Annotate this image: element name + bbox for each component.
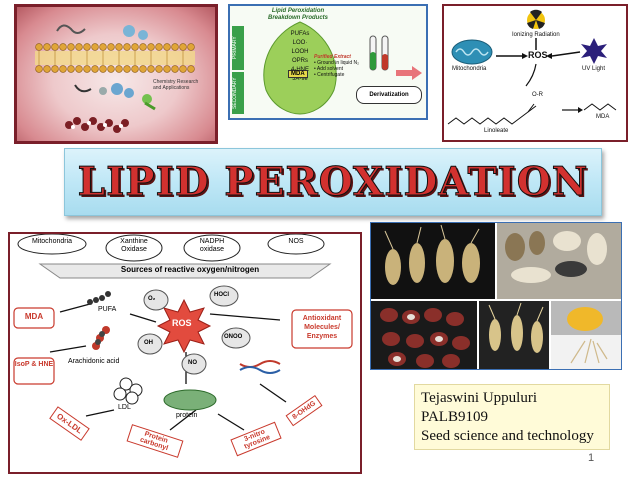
secondary-label: SECONDARY	[232, 72, 244, 114]
derivatization-box: Derivatization	[356, 86, 422, 104]
purified-step: • Ground in liquid N₂	[314, 60, 360, 66]
species-hocl: HOCl	[214, 292, 229, 298]
membrane-caption-line1: Chemistry Research	[153, 79, 199, 85]
breakdown-title-line1: Lipid Peroxidation	[271, 8, 325, 14]
or-group-label: O-R	[532, 92, 543, 98]
ros-sources-figure: Ionizing Radiation Mitochondria ROS UV L…	[442, 4, 628, 142]
target-arachidonic-acid: Arachidonic acid	[68, 358, 120, 365]
membrane-figure: Chemistry Research and Applications	[14, 4, 218, 144]
primary-label: PRIMARY	[232, 26, 244, 70]
ros-diagram-graphics	[13, 234, 353, 431]
slide-title: LIPID PEROXIDATION	[77, 159, 589, 206]
chain-item: LOO·	[292, 40, 308, 46]
source-mitochondria: Mitochondria	[31, 238, 73, 245]
breakdown-figure: Lipid Peroxidation Breakdown Products PR…	[228, 4, 428, 120]
antioxidant-box: Antioxidant Molecules/ Enzymes	[302, 315, 342, 340]
ros-diagram: Mitochondria Xanthine Oxidase NADPH oxid…	[8, 232, 362, 474]
title-banner: LIPID PEROXIDATION	[64, 148, 602, 216]
ros-label: ROS	[528, 50, 548, 60]
species-no: NO	[188, 360, 197, 366]
species-oh: OH	[144, 340, 153, 346]
source-nadph-oxidase: NADPH oxidase	[199, 238, 225, 253]
chain-item: JA-Ile	[292, 76, 308, 82]
purified-extract: Purified Extract • Ground in liquid N₂ •…	[314, 54, 366, 78]
chain-item: OPRs	[291, 58, 308, 64]
target-pufa: PUFA	[98, 306, 117, 313]
test-tubes-icon	[369, 35, 389, 71]
ros-center-label: ROS	[172, 318, 192, 328]
mda-label: MDA	[596, 114, 610, 120]
mda-badge: MDA	[288, 70, 308, 78]
ros-sources-illustration	[447, 9, 617, 125]
leaf-shape	[263, 21, 337, 115]
product-isop-hne: IsoP & HNE	[14, 361, 54, 368]
sources-banner: Sources of reactive oxygen/nitrogen	[120, 265, 260, 274]
membrane-illustration	[35, 24, 195, 133]
author-id: PALB9109	[421, 409, 488, 425]
mitochondria-label: Mitochondria	[452, 66, 487, 72]
uv-label: UV Light	[582, 66, 606, 72]
radiation-label: Ionizing Radiation	[512, 32, 560, 38]
author-department: Seed science and technology	[421, 428, 594, 444]
chain-item: LOOH	[291, 49, 309, 55]
chain-item: PUFAs	[290, 31, 310, 37]
membrane-caption-line2: and Applications	[153, 85, 190, 91]
linoleate-label: Linoleate	[484, 128, 509, 134]
species-onoo: ONOO	[224, 334, 243, 340]
page-number: 1	[588, 452, 595, 464]
breakdown-title-line2: Breakdown Products	[267, 15, 328, 21]
author-box: Tejaswini Uppuluri PALB9109 Seed science…	[414, 384, 610, 450]
target-ldl: LDL	[118, 404, 131, 411]
product-mda: MDA	[24, 312, 44, 321]
purified-step: • Centrifugate	[314, 72, 345, 78]
seeds-photo	[371, 223, 621, 369]
source-nos: NOS	[288, 238, 304, 245]
purified-title: Purified Extract	[314, 54, 351, 60]
breakdown-title: Lipid Peroxidation Breakdown Products	[258, 8, 338, 22]
membrane-caption: Chemistry Research and Applications	[153, 79, 198, 91]
species-o2: O₂	[148, 296, 156, 302]
purified-step: • Add solvent	[314, 66, 343, 72]
source-xanthine-oxidase: Xanthine Oxidase	[120, 238, 148, 253]
author-name: Tejaswini Uppuluri	[421, 390, 538, 406]
seeds-photo-collage	[370, 222, 622, 370]
arrow-right-icon	[396, 66, 422, 80]
target-protein: protein	[176, 412, 198, 419]
